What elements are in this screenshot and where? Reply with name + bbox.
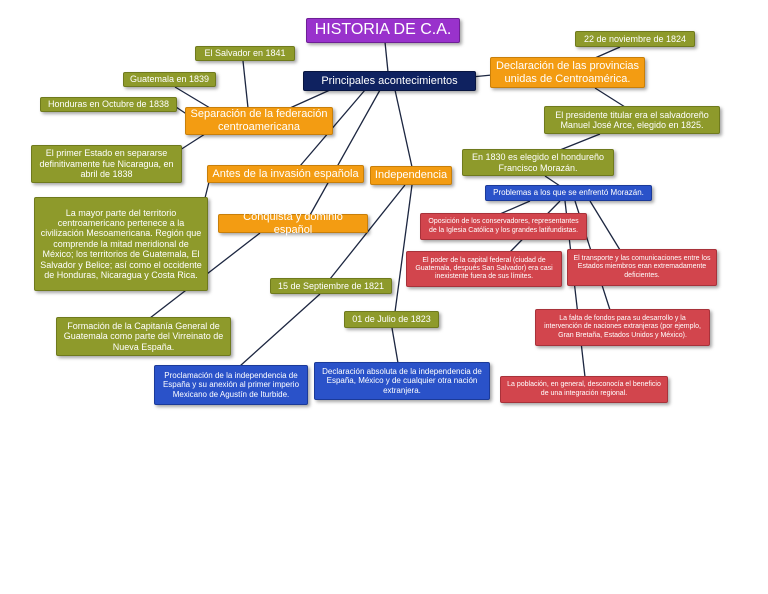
link-morazan-problemas <box>544 175 561 187</box>
fondos-node: La falta de fondos para su desarrollo y … <box>535 309 710 346</box>
julio1823-node: 01 de Julio de 1823 <box>344 311 439 328</box>
link-nov-provincias <box>594 46 621 59</box>
independencia-node: Independencia <box>370 166 452 185</box>
antes-node: Antes de la invasión española <box>207 165 364 183</box>
problemas-node: Problemas a los que se enfrentó Morazán. <box>485 185 652 201</box>
link-title-main <box>384 41 389 73</box>
conquista-node: Conquista y dominio español <box>218 211 368 236</box>
salvador-node: El Salvador en 1841 <box>195 46 295 61</box>
proclamacion-node: Proclamación de la independencia de Espa… <box>154 365 308 405</box>
declaracion-absoluta-node: Declaración absoluta de la independencia… <box>314 362 490 400</box>
territorio-node: La mayor parte del territorio centroamer… <box>34 197 208 291</box>
link-main-conquista <box>309 89 381 216</box>
presidente-node: El presidente titular era el salvadoreño… <box>544 106 720 134</box>
oposicion-node: Oposición de los conservadores, represen… <box>420 213 587 240</box>
link-main-independencia <box>394 89 413 168</box>
link-main-separacion <box>289 89 331 109</box>
link-separacion-guatemala <box>174 86 211 109</box>
honduras-node: Honduras en Octubre de 1838 <box>40 97 177 112</box>
nov1824-node: 22 de noviembre de 1824 <box>575 31 695 47</box>
main-node: Principales acontecimientos <box>303 71 476 91</box>
link-independencia-julio <box>394 184 413 313</box>
link-separacion-nicaragua <box>179 133 206 151</box>
link-problemas-transporte <box>589 200 621 251</box>
link-presidente-morazan <box>559 133 601 151</box>
sept1821-node: 15 de Septiembre de 1821 <box>270 278 392 294</box>
declaracion-provincias-node: Declaración de las provincias unidas de … <box>490 57 645 88</box>
poblacion-node: La población, en general, desconocía el … <box>500 376 668 403</box>
morazan1830-node: En 1830 es elegido el hondureño Francisc… <box>462 149 614 176</box>
guatemala-node: Guatemala en 1839 <box>123 72 216 87</box>
nicaragua-node: El primer Estado en separarse definitiva… <box>31 145 182 183</box>
link-provincias-presidente <box>594 87 626 108</box>
link-problemas-oposicion <box>499 200 531 215</box>
title-node: HISTORIA DE C.A. <box>306 18 460 43</box>
separacion-node: Separación de la federación centroameric… <box>185 107 333 135</box>
capitania-node: Formación de la Capitanía General de Gua… <box>56 317 231 356</box>
link-separacion-salvador <box>242 60 249 109</box>
transporte-node: El transporte y las comunicaciones entre… <box>567 249 717 286</box>
link-sept-proclamacion <box>239 293 321 367</box>
link-julio-declaracion <box>391 327 399 364</box>
poder-node: El poder de la capital federal (ciudad d… <box>406 251 562 287</box>
